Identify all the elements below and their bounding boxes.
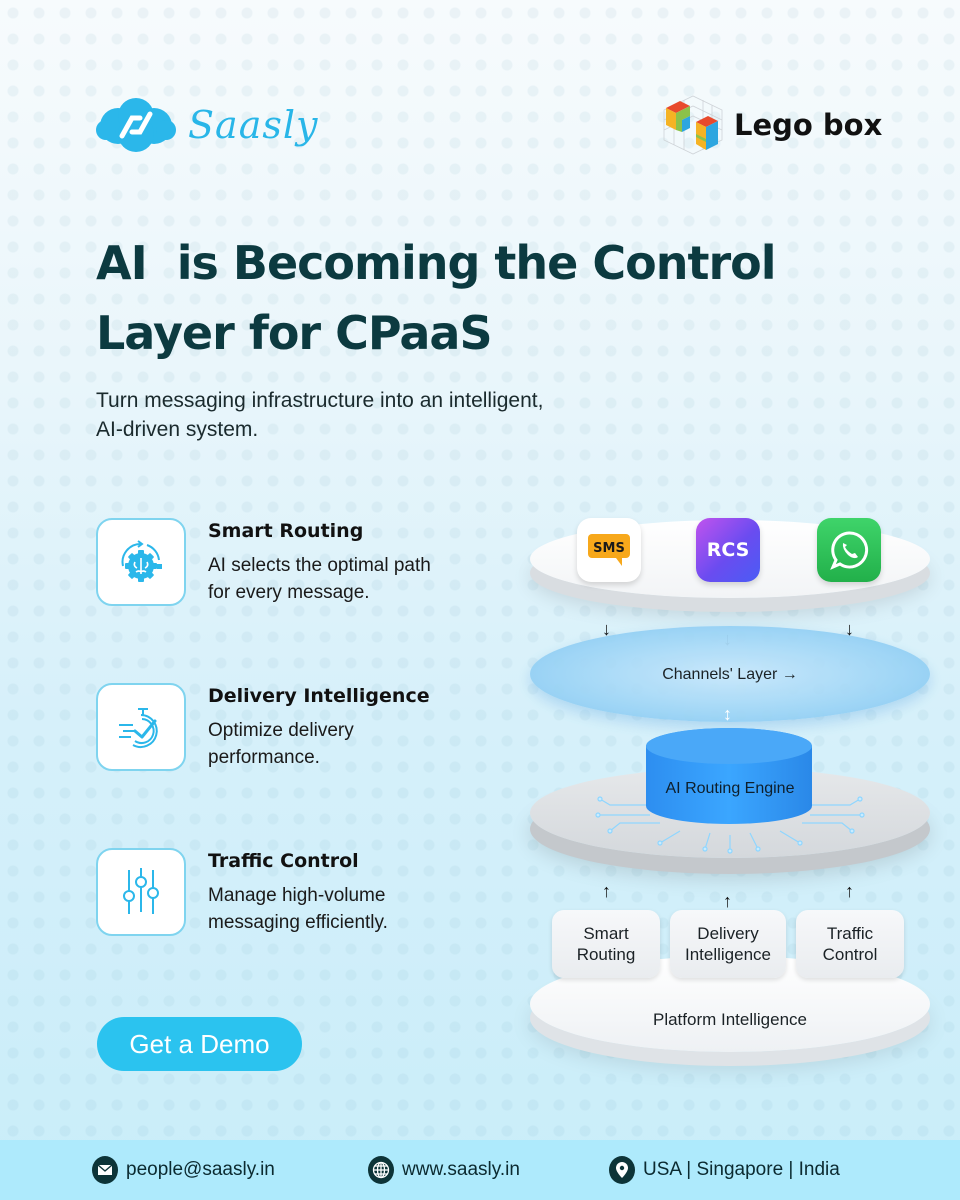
footer-locations: USA | Singapore | India bbox=[609, 1156, 840, 1184]
feature-delivery-intelligence: Delivery Intelligence Optimize delivery … bbox=[96, 683, 458, 771]
circuit-traces-icon bbox=[595, 796, 865, 854]
platform-intelligence-label: Platform Intelligence bbox=[652, 1010, 808, 1029]
location-pin-icon bbox=[609, 1156, 635, 1184]
ai-routing-engine-label: AI Routing Engine bbox=[665, 780, 795, 797]
arrow-updown-icon: ↕ bbox=[723, 704, 732, 724]
email-text: people@saasly.in bbox=[126, 1159, 275, 1180]
title-line-2: Layer for CPaaS bbox=[96, 306, 493, 360]
arrow-up-icon: ↑ bbox=[602, 881, 611, 901]
sliders-icon bbox=[96, 848, 186, 936]
module-smart-routing: Smart Routing bbox=[552, 910, 660, 978]
channels-layer-disk bbox=[530, 626, 930, 722]
title-line-1: AI is Becoming the Control bbox=[96, 236, 777, 290]
lego-cube-icon bbox=[663, 95, 723, 155]
architecture-diagram: SMS RCS ↓ ↓ ↓ Channels' Layer → ↕ A bbox=[520, 500, 960, 1090]
saasly-wordmark: Saasly bbox=[188, 103, 319, 147]
brain-gear-icon bbox=[96, 518, 186, 606]
svg-text:SMS: SMS bbox=[593, 541, 625, 556]
feature-title: Smart Routing bbox=[208, 520, 364, 542]
footer-website[interactable]: www.saasly.in bbox=[368, 1156, 520, 1184]
footer: people@saasly.in www.saasly.in USA | Sin… bbox=[0, 1140, 960, 1200]
locations-text: USA | Singapore | India bbox=[643, 1159, 840, 1180]
feature-description: Optimize delivery performance. bbox=[208, 720, 354, 768]
whatsapp-app-icon bbox=[817, 518, 881, 582]
page-title: AI is Becoming the Control Layer for CPa… bbox=[96, 228, 856, 368]
ai-routing-engine-cylinder bbox=[646, 728, 812, 824]
arrow-up-icon: ↑ bbox=[723, 891, 732, 911]
feature-title: Traffic Control bbox=[208, 850, 359, 872]
subtitle-line-1: Turn messaging infrastructure into an in… bbox=[96, 389, 544, 412]
module-delivery-intelligence: Delivery Intelligence bbox=[670, 910, 786, 978]
subtitle-line-2: AI-driven system. bbox=[96, 418, 259, 441]
lego-box-logo: Lego box bbox=[660, 92, 882, 158]
channels-layer-label: Channels' Layer → bbox=[662, 666, 798, 683]
cloud-handshake-icon bbox=[96, 96, 176, 154]
feature-description: Manage high-volume messaging efficiently… bbox=[208, 885, 388, 933]
feature-smart-routing: Smart Routing AI selects the optimal pat… bbox=[96, 518, 458, 606]
mail-icon bbox=[92, 1156, 118, 1184]
subtitle: Turn messaging infrastructure into an in… bbox=[96, 386, 696, 444]
feature-traffic-control: Traffic Control Manage high-volume messa… bbox=[96, 848, 458, 936]
sms-app-icon: SMS bbox=[577, 518, 641, 582]
arrow-down-icon: ↓ bbox=[602, 619, 611, 639]
module-traffic-control: Traffic Control bbox=[796, 910, 904, 978]
footer-email[interactable]: people@saasly.in bbox=[92, 1156, 275, 1184]
lego-box-wordmark: Lego box bbox=[734, 108, 883, 142]
get-demo-button[interactable]: Get a Demo bbox=[97, 1017, 302, 1071]
feature-description: AI selects the optimal path for every me… bbox=[208, 555, 431, 603]
arrow-up-icon: ↑ bbox=[845, 881, 854, 901]
globe-icon bbox=[368, 1156, 394, 1184]
website-text: www.saasly.in bbox=[402, 1159, 520, 1180]
rcs-app-icon: RCS bbox=[696, 518, 760, 582]
arrow-down-icon: ↓ bbox=[845, 619, 854, 639]
stopwatch-check-icon bbox=[96, 683, 186, 771]
feature-title: Delivery Intelligence bbox=[208, 685, 430, 707]
saasly-logo: Saasly bbox=[96, 96, 318, 154]
